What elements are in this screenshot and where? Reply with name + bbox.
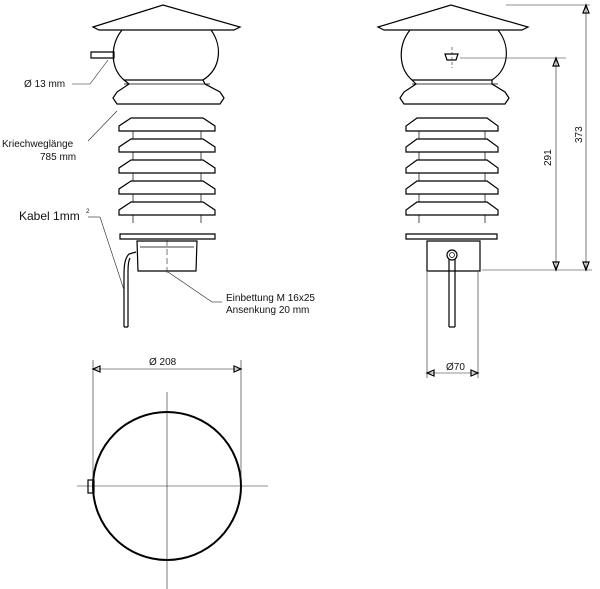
label-height-373: 373 xyxy=(574,126,585,143)
left-plate-1 xyxy=(118,117,216,132)
right-plate-neck-5 xyxy=(418,215,486,223)
label-height-291: 291 xyxy=(543,149,554,166)
right-plate-neck-1 xyxy=(418,131,486,139)
label-creepage-value: 785 mm xyxy=(40,152,76,163)
right-mount-base xyxy=(426,240,481,272)
left-plate-neck-3 xyxy=(132,173,202,181)
top-view-stub xyxy=(87,479,95,494)
left-side-view xyxy=(90,4,242,328)
right-shield-plates xyxy=(405,117,499,223)
right-top-body xyxy=(400,29,507,81)
label-embedding-2: Ansenkung 20 mm xyxy=(226,305,309,316)
right-plate-3 xyxy=(405,159,499,174)
right-plate-2 xyxy=(405,138,499,153)
right-plate-1 xyxy=(405,117,499,132)
left-cable xyxy=(123,251,137,328)
left-plate-neck-4 xyxy=(132,194,202,202)
right-cap xyxy=(376,4,530,31)
right-plate-neck-3 xyxy=(418,173,486,181)
left-mount-base xyxy=(136,240,198,272)
left-plate-neck-5 xyxy=(132,215,202,223)
label-creepage-title: Kriechweglänge xyxy=(2,139,74,150)
right-plate-neck-2 xyxy=(418,152,486,160)
right-bottom-plate xyxy=(405,233,498,240)
top-view xyxy=(77,360,268,589)
left-top-body xyxy=(112,29,220,81)
right-collar xyxy=(399,79,510,105)
left-plate-neck-1 xyxy=(132,131,202,139)
right-dimensions xyxy=(425,3,592,378)
left-cap xyxy=(91,4,242,31)
left-collar xyxy=(112,79,225,105)
left-leaders xyxy=(72,59,222,303)
left-plate-4 xyxy=(118,180,216,195)
right-plate-5 xyxy=(405,201,499,216)
right-side-view xyxy=(376,4,530,328)
label-cable-sup: 2 xyxy=(86,209,90,215)
label-diameter-13: Ø 13 mm xyxy=(24,79,65,90)
right-cable-entry xyxy=(446,249,458,261)
right-plate-4 xyxy=(405,180,499,195)
left-shield-plates xyxy=(118,117,216,223)
left-plate-5 xyxy=(118,201,216,216)
left-bottom-plate xyxy=(119,233,216,240)
left-plate-3 xyxy=(118,159,216,174)
left-side-stub xyxy=(90,51,115,59)
label-diameter-70: Ø70 xyxy=(446,362,465,373)
label-diameter-208: Ø 208 xyxy=(149,357,177,368)
label-cable: Kabel 1mm xyxy=(19,209,80,223)
right-plate-neck-4 xyxy=(418,194,486,202)
left-plate-neck-2 xyxy=(132,152,202,160)
label-embedding-1: Einbettung M 16x25 xyxy=(226,293,315,304)
left-plate-2 xyxy=(118,138,216,153)
right-slot xyxy=(444,53,459,61)
